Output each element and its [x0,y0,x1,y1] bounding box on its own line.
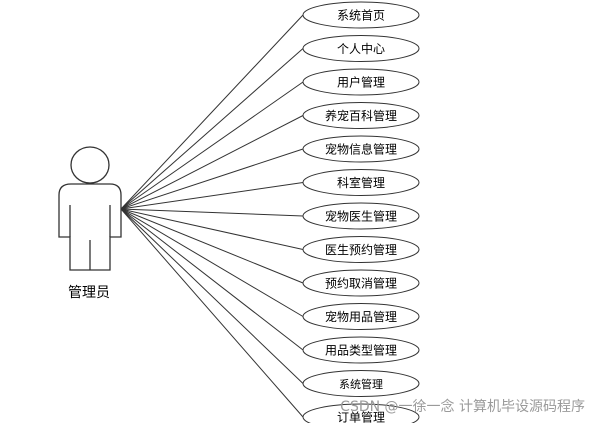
association-line [120,208,304,284]
use-case-label: 用户管理 [337,75,385,90]
association-line [120,148,304,210]
use-case-label: 科室管理 [337,175,385,190]
use-case-ellipse [302,202,420,230]
actor-label: 管理员 [68,285,110,301]
use-case-label: 订单管理 [337,410,385,423]
use-case: 订单管理 [302,403,420,423]
use-case: 宠物用品管理 [302,303,420,330]
association-line [120,208,304,384]
use-case: 用户管理 [302,68,420,96]
use-case: 预约取消管理 [302,269,420,297]
use-case: 宠物信息管理 [302,135,420,163]
association-line [120,81,304,210]
use-case-ellipse [302,135,420,163]
use-case-label: 用品类型管理 [325,343,397,358]
use-case-list: 系统首页个人中心用户管理养宠百科管理宠物信息管理科室管理宠物医生管理医生预约管理… [302,1,420,423]
use-case-label: 宠物信息管理 [325,142,397,157]
use-case: 系统首页 [302,1,420,29]
actor-body [58,183,122,271]
association-line [120,48,304,210]
use-case-ellipse [302,102,420,129]
association-line [120,208,304,418]
association-line [120,208,304,317]
use-case-ellipse [302,236,420,263]
watermark: CSDN @一徐一念 计算机毕设源码程序 [340,398,585,415]
use-case-ellipse [302,336,420,364]
person-icon [58,146,122,271]
use-case-label: 个人中心 [337,41,385,56]
use-case-ellipse [302,35,420,62]
association-line [120,208,304,217]
association-line [120,115,304,210]
use-case-ellipse [302,169,420,196]
use-case-label: 系统管理 [339,377,383,391]
use-case-ellipse [302,68,420,96]
use-case: 养宠百科管理 [302,102,420,129]
use-case-ellipse [302,269,420,297]
use-case-ellipse [302,403,420,423]
association-line [120,208,304,250]
use-case-label: 宠物用品管理 [325,309,397,324]
watermark-text: CSDN @一徐一念 计算机毕设源码程序 [340,398,585,415]
association-line [120,208,304,351]
association-line [120,14,304,210]
use-case-label: 预约取消管理 [325,276,397,291]
use-case: 医生预约管理 [302,236,420,263]
association-lines [120,14,304,418]
use-case: 科室管理 [302,169,420,196]
use-case: 宠物医生管理 [302,202,420,230]
use-case: 系统管理 [302,370,420,397]
actor-figure: 管理员 [58,146,122,301]
use-case-ellipse [302,303,420,330]
use-case-label: 养宠百科管理 [325,108,397,123]
actor-head [70,146,110,184]
use-case: 个人中心 [302,35,420,62]
use-case: 用品类型管理 [302,336,420,364]
use-case-label: 系统首页 [337,9,385,23]
use-case-ellipse [302,370,420,397]
association-line [120,182,304,210]
use-case-ellipse [302,1,420,29]
use-case-label: 宠物医生管理 [325,209,397,224]
use-case-label: 医生预约管理 [325,242,397,257]
